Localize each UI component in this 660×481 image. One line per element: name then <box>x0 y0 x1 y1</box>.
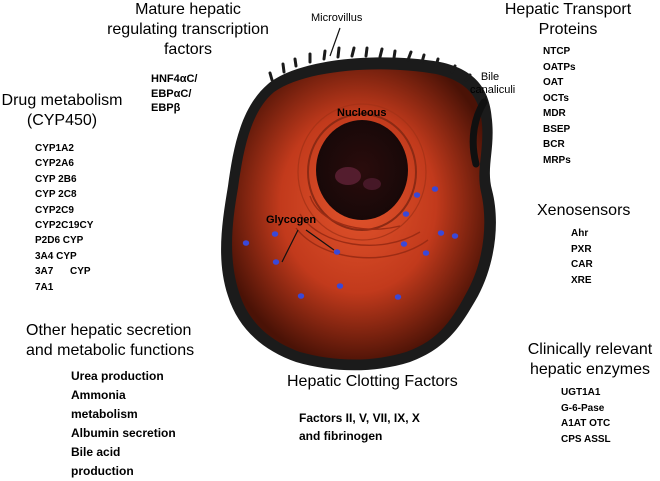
hepatic-transport-title: Hepatic Transport Proteins <box>488 0 648 40</box>
list-item: BCR <box>543 137 576 153</box>
list-item: Bile acid <box>71 443 176 462</box>
mature-hepatic-title-line-3: factors <box>88 40 288 60</box>
list-item: HNF4αC/ <box>151 72 198 87</box>
microvillus-label: Microvillus <box>311 12 362 25</box>
clotting-factors-text: Factors II, V, VII, IX, X and fibrinogen <box>299 409 420 445</box>
list-item: Urea production <box>71 367 176 386</box>
list-item: CYP2C19CY <box>35 218 93 233</box>
list-item: CYP2A6 <box>35 156 93 171</box>
glycogen-granule <box>298 293 304 299</box>
xenosensors-list: Ahr PXR CAR XRE <box>571 226 593 288</box>
list-item: production <box>71 462 176 481</box>
list-item: P2D6 CYP <box>35 233 93 248</box>
clinically-relevant-list: UGT1A1 G-6-Pase A1AT OTC CPS ASSL <box>561 385 611 447</box>
hepatic-transport-list: NTCP OATPs OAT OCTs MDR BSEP BCR MRPs <box>543 44 576 168</box>
glycogen-granule <box>401 241 407 247</box>
list-item: EBPβ <box>151 101 198 116</box>
glycogen-granule <box>337 283 343 289</box>
list-item: UGT1A1 <box>561 385 611 401</box>
xenosensors-title: Xenosensors <box>537 201 630 221</box>
nucleus-label: Nucleous <box>337 106 387 120</box>
list-item: BSEP <box>543 122 576 138</box>
bile-canaliculi-label-line-1: Bile <box>470 71 510 84</box>
list-item: PXR <box>571 242 593 258</box>
list-item: CYP 2C8 <box>35 187 93 202</box>
glycogen-granule <box>432 186 438 192</box>
other-hepatic-list: Urea production Ammonia metabolism Album… <box>71 367 176 481</box>
list-item: G-6-Pase <box>561 401 611 417</box>
glycogen-granule <box>403 211 409 217</box>
glycogen-granule <box>243 240 249 246</box>
list-item: CAR <box>571 257 593 273</box>
list-item: 3A7 CYP <box>35 264 93 279</box>
clotting-factors-line-2: and fibrinogen <box>299 427 420 445</box>
glycogen-granule <box>452 233 458 239</box>
glycogen-granule <box>334 249 340 255</box>
list-item: Ammonia <box>71 386 176 405</box>
list-item: 7A1 <box>35 280 93 295</box>
bile-canaliculi-label: Bile canaliculi <box>470 71 510 97</box>
glycogen-label: Glycogen <box>266 213 316 227</box>
mature-hepatic-title-line-1: Mature hepatic <box>88 0 288 20</box>
clotting-factors-title: Hepatic Clotting Factors <box>287 372 458 392</box>
list-item: NTCP <box>543 44 576 60</box>
list-item: CYP 2B6 <box>35 172 93 187</box>
clinically-relevant-title-line-1: Clinically relevant <box>520 340 660 360</box>
nucleus <box>316 120 408 220</box>
mature-hepatic-list: HNF4αC/ EBPαC/ EBPβ <box>151 72 198 116</box>
glycogen-granule <box>414 192 420 198</box>
glycogen-granule <box>272 231 278 237</box>
list-item: XRE <box>571 273 593 289</box>
list-item: MRPs <box>543 153 576 169</box>
clotting-factors-line-1: Factors II, V, VII, IX, X <box>299 409 420 427</box>
nucleolus-2 <box>363 178 381 190</box>
list-item: A1AT OTC <box>561 416 611 432</box>
list-item: Ahr <box>571 226 593 242</box>
other-hepatic-title: Other hepatic secretion and metabolic fu… <box>26 321 194 361</box>
list-item: CYP2C9 <box>35 203 93 218</box>
clinically-relevant-title-line-2: hepatic enzymes <box>520 360 660 380</box>
list-item: CYP1A2 <box>35 141 93 156</box>
glycogen-granule <box>438 230 444 236</box>
bile-canaliculi-label-line-2: canaliculi <box>470 84 510 97</box>
hepatic-transport-title-line-2: Proteins <box>488 20 648 40</box>
list-item: metabolism <box>71 405 176 424</box>
list-item: EBPαC/ <box>151 87 198 102</box>
mature-hepatic-title-line-2: regulating transcription <box>88 20 288 40</box>
list-item: OATPs <box>543 60 576 76</box>
glycogen-granule <box>273 259 279 265</box>
drug-metabolism-title-line-1: Drug metabolism <box>0 91 124 111</box>
list-item: OCTs <box>543 91 576 107</box>
other-hepatic-title-line-1: Other hepatic secretion <box>26 321 194 341</box>
drug-metabolism-list: CYP1A2 CYP2A6 CYP 2B6 CYP 2C8 CYP2C9 CYP… <box>35 141 93 295</box>
mature-hepatic-title: Mature hepatic regulating transcription … <box>88 0 288 60</box>
nucleolus <box>335 167 361 185</box>
drug-metabolism-title: Drug metabolism (CYP450) <box>0 91 124 131</box>
list-item: CPS ASSL <box>561 432 611 448</box>
other-hepatic-title-line-2: and metabolic functions <box>26 341 194 361</box>
hepatic-transport-title-line-1: Hepatic Transport <box>488 0 648 20</box>
glycogen-granule <box>423 250 429 256</box>
list-item: OAT <box>543 75 576 91</box>
list-item: 3A4 CYP <box>35 249 93 264</box>
glycogen-granule <box>395 294 401 300</box>
list-item: MDR <box>543 106 576 122</box>
list-item: Albumin secretion <box>71 424 176 443</box>
drug-metabolism-title-line-2: (CYP450) <box>0 111 124 131</box>
clinically-relevant-title: Clinically relevant hepatic enzymes <box>520 340 660 380</box>
